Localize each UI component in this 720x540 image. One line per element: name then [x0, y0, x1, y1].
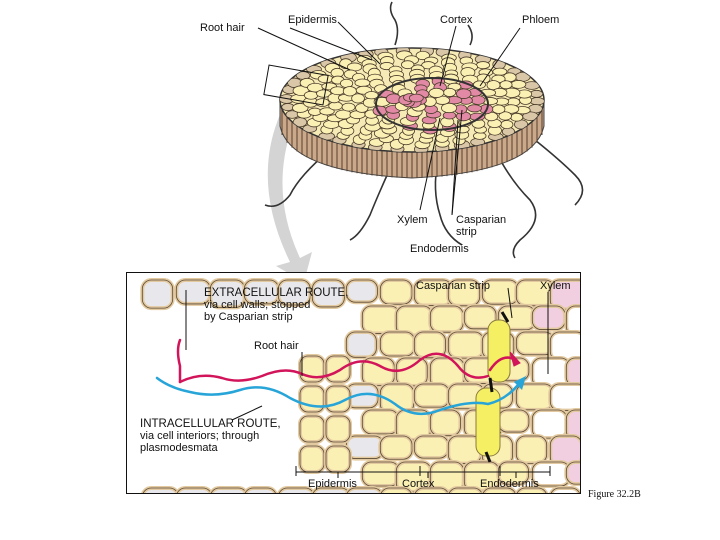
label-intracellular-title: INTRACELLULAR ROUTE, — [140, 418, 281, 430]
casparian-band — [484, 451, 492, 463]
label-xylem-top: Xylem — [397, 214, 428, 226]
root-hair-strand — [176, 338, 182, 384]
extracellular-route-path — [178, 352, 490, 384]
label-root-hair-top: Root hair — [200, 22, 245, 34]
label-intracellular-desc: via cell interiors; through plasmodesmat… — [140, 430, 260, 454]
top-pointer-lines — [257, 21, 521, 216]
routes — [155, 338, 526, 416]
label-phloem: Phloem — [522, 14, 560, 26]
magnify-arrow — [267, 110, 312, 282]
label-epidermis-top: Epidermis — [288, 14, 337, 26]
label-extracellular-desc: via cell walls; stopped by Casparian str… — [204, 299, 311, 323]
root-hairs — [264, 1, 584, 259]
label-cortex-bottom: Cortex — [402, 478, 435, 490]
casparian-band — [488, 377, 494, 393]
detail-box-frame — [126, 272, 581, 494]
label-endodermis-bottom: Endodermis — [480, 478, 539, 490]
intracellular-route-path — [155, 376, 520, 416]
figure-caption: Figure 32.2B — [588, 489, 641, 500]
label-xylem-detail: Xylem — [540, 280, 571, 292]
root-cross-section — [264, 1, 584, 259]
label-casparian-strip-top: Casparian strip — [456, 214, 507, 238]
label-extracellular-title: EXTRACELLULAR ROUTE, — [204, 287, 349, 299]
tissue-detail — [127, 273, 580, 493]
label-root-hair-detail: Root hair — [254, 340, 299, 352]
casparian-band — [500, 311, 510, 323]
detail-pointer-lines — [185, 287, 551, 478]
label-endodermis-top: Endodermis — [410, 243, 469, 255]
label-epidermis-bottom: Epidermis — [308, 478, 357, 490]
label-cortex-top: Cortex — [440, 14, 473, 26]
label-casparian-strip-detail: Casparian strip — [416, 280, 490, 292]
